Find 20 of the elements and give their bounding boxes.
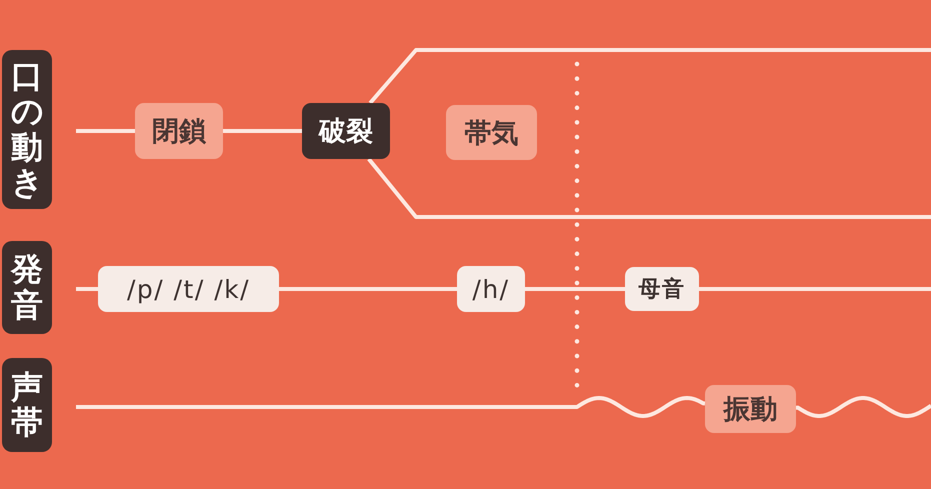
connector-line (223, 129, 302, 133)
connector-line (279, 287, 457, 291)
row-header-tab: 発音 (2, 241, 52, 334)
sound-tag: 母音 (625, 267, 699, 311)
stage-tag: 振動 (705, 385, 796, 433)
branch-line (367, 158, 931, 219)
active-stage-tag: 破裂 (302, 103, 390, 159)
sound-tag: /h/ (457, 266, 525, 312)
wavy-line (796, 396, 931, 418)
stage-tag: 閉鎖 (135, 103, 223, 159)
connector-line (699, 287, 931, 291)
sound-tag: /p/ /t/ /k/ (98, 266, 279, 312)
row-header-tab: 口の動き (2, 50, 52, 209)
stage-tag: 帯気 (446, 105, 537, 160)
connector-line (76, 287, 98, 291)
connector-line (525, 287, 625, 291)
connector-line (76, 129, 135, 133)
row-header-tab: 声帯 (2, 358, 52, 452)
branch-line (368, 48, 931, 104)
wavy-line (76, 396, 706, 418)
